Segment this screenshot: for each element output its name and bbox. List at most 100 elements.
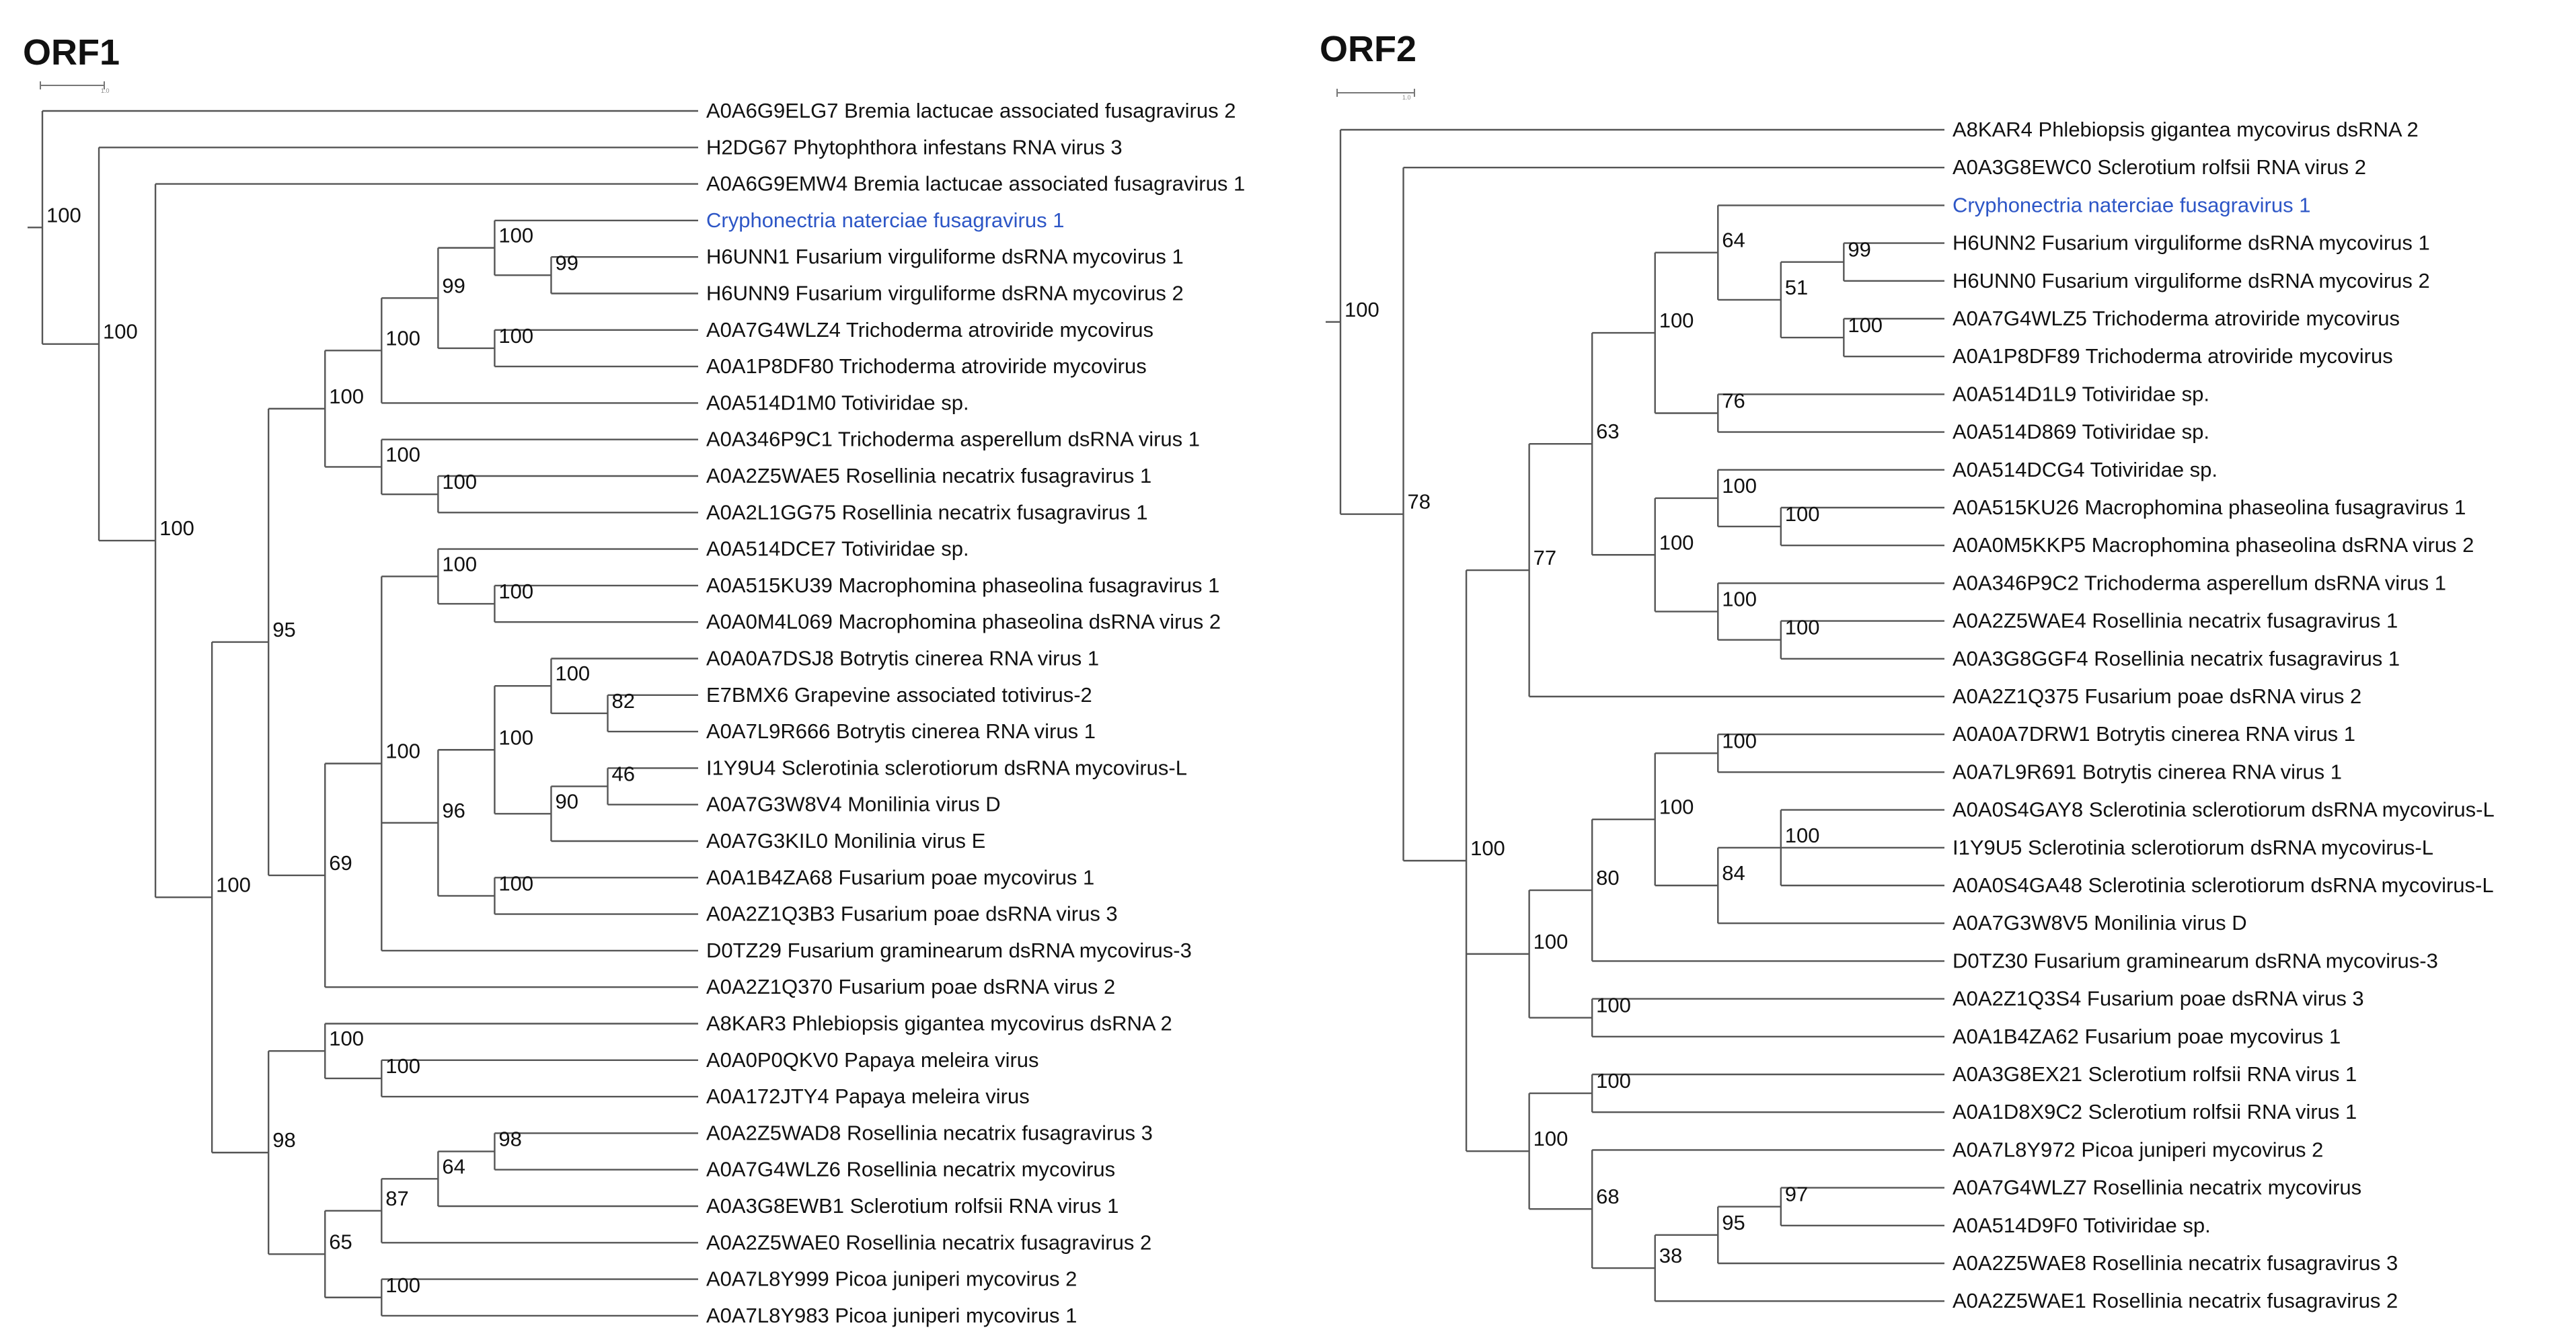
leaf-label: A0A514D1L9 Totiviridae sp.	[1953, 382, 2209, 405]
orf1-scale-label: 1.0	[101, 87, 110, 94]
bootstrap-support-value: 38	[1659, 1244, 1682, 1267]
leaf-label: A0A0A7DRW1 Botrytis cinerea RNA virus 1	[1953, 722, 2355, 746]
bootstrap-support-value: 100	[1596, 1069, 1631, 1093]
leaf-label: E7BMX6 Grapevine associated totivirus-2	[706, 683, 1092, 707]
leaf-label: A0A0A7DSJ8 Botrytis cinerea RNA virus 1	[706, 647, 1099, 670]
bootstrap-support-value: 46	[612, 762, 635, 786]
leaf-label: A0A514D1M0 Totiviridae sp.	[706, 391, 969, 414]
leaf-label: A0A0S4GA48 Sclerotinia sclerotiorum dsRN…	[1953, 873, 2494, 897]
bootstrap-support-value: 65	[329, 1230, 352, 1253]
bootstrap-support-value: 100	[385, 1273, 420, 1297]
orf2-panel-title: ORF2	[1320, 29, 1416, 69]
leaf-label: H6UNN0 Fusarium virguliforme dsRNA mycov…	[1953, 269, 2430, 292]
leaf-label: A0A7G4WLZ7 Rosellinia necatrix mycovirus	[1953, 1176, 2361, 1199]
orf1-panel-title: ORF1	[23, 32, 120, 73]
leaf-label: A0A1D8X9C2 Sclerotium rolfsii RNA virus …	[1953, 1100, 2357, 1123]
bootstrap-support-value: 80	[1596, 866, 1619, 890]
orf1-branches	[28, 110, 698, 1317]
leaf-label: A8KAR4 Phlebiopsis gigantea mycovirus ds…	[1953, 118, 2419, 141]
leaf-label: A0A7G4WLZ6 Rosellinia necatrix mycovirus	[706, 1158, 1115, 1181]
leaf-label: A0A514D9F0 Totiviridae sp.	[1953, 1214, 2211, 1237]
leaf-label: A0A0M5KKP5 Macrophomina phaseolina dsRNA…	[1953, 533, 2474, 557]
bootstrap-support-value: 100	[1848, 313, 1883, 337]
bootstrap-support-value: 95	[272, 618, 295, 641]
leaf-label: A0A2Z1Q3B3 Fusarium poae dsRNA virus 3	[706, 902, 1118, 926]
leaf-label: A0A0M4L069 Macrophomina phaseolina dsRNA…	[706, 610, 1221, 633]
bootstrap-support-value: 100	[1722, 588, 1757, 611]
leaf-label: A0A2Z5WAD8 Rosellinia necatrix fusagravi…	[706, 1121, 1153, 1144]
orf1-support-values: 9910010099100100100100100100821004690100…	[46, 203, 635, 1296]
bootstrap-support-value: 78	[1408, 490, 1431, 514]
leaf-label: A0A1B4ZA68 Fusarium poae mycovirus 1	[706, 865, 1094, 889]
bootstrap-support-value: 100	[1533, 930, 1568, 953]
leaf-label: A0A3G8EWC0 Sclerotium rolfsii RNA virus …	[1953, 155, 2366, 179]
leaf-label: I1Y9U4 Sclerotinia sclerotiorum dsRNA my…	[706, 756, 1187, 779]
bootstrap-support-value: 96	[442, 799, 465, 822]
leaf-label: H2DG67 Phytophthora infestans RNA virus …	[706, 135, 1123, 159]
leaf-label: A0A7L9R691 Botrytis cinerea RNA virus 1	[1953, 760, 2342, 783]
bootstrap-support-value: 100	[1659, 309, 1694, 332]
bootstrap-support-value: 100	[385, 740, 420, 763]
orf1-scale-bar: 1.0	[40, 81, 110, 94]
leaf-label: I1Y9U5 Sclerotinia sclerotiorum dsRNA my…	[1953, 836, 2433, 859]
bootstrap-support-value: 51	[1785, 276, 1808, 299]
leaf-label: A0A2Z5WAE0 Rosellinia necatrix fusagravi…	[706, 1230, 1151, 1254]
bootstrap-support-value: 100	[1470, 836, 1505, 860]
bootstrap-support-value: 69	[329, 851, 352, 875]
orf2-leaf-labels: A8KAR4 Phlebiopsis gigantea mycovirus ds…	[1953, 118, 2495, 1312]
leaf-label: H6UNN2 Fusarium virguliforme dsRNA mycov…	[1953, 231, 2430, 255]
bootstrap-support-value: 100	[159, 516, 194, 540]
leaf-label: A0A7L8Y972 Picoa juniperi mycovirus 2	[1953, 1138, 2323, 1161]
leaf-label: A0A7L8Y983 Picoa juniperi mycovirus 1	[706, 1304, 1077, 1327]
leaf-label: A0A3G8EX21 Sclerotium rolfsii RNA virus …	[1953, 1062, 2357, 1086]
bootstrap-support-value: 100	[1659, 530, 1694, 554]
bootstrap-support-value: 100	[498, 324, 533, 348]
leaf-label: A0A172JTY4 Papaya meleira virus	[706, 1084, 1030, 1108]
bootstrap-support-value: 100	[1533, 1127, 1568, 1150]
leaf-label: A0A6G9EMW4 Bremia lactucae associated fu…	[706, 172, 1245, 196]
leaf-label: A0A514DCE7 Totiviridae sp.	[706, 537, 969, 561]
leaf-label: H6UNN1 Fusarium virguliforme dsRNA mycov…	[706, 245, 1184, 268]
bootstrap-support-value: 98	[272, 1128, 295, 1152]
bootstrap-support-value: 100	[329, 1027, 364, 1050]
leaf-label: A0A514DCG4 Totiviridae sp.	[1953, 458, 2218, 481]
orf2-scale-bar: 1.0	[1336, 89, 1415, 101]
bootstrap-support-value: 99	[555, 251, 578, 274]
leaf-label: A0A1P8DF80 Trichoderma atroviride mycovi…	[706, 354, 1147, 378]
bootstrap-support-value: 64	[442, 1154, 465, 1178]
leaf-label: A0A3G8GGF4 Rosellinia necatrix fusagravi…	[1953, 647, 2400, 670]
orf2-tree-panel: ORF2 1.0 9910051647610010010010010010063…	[1320, 29, 2495, 1312]
bootstrap-support-value: 77	[1533, 546, 1556, 569]
orf2-branches	[1326, 128, 1944, 1302]
bootstrap-support-value: 100	[1785, 502, 1820, 526]
bootstrap-support-value: 68	[1596, 1185, 1619, 1208]
leaf-label: A0A1P8DF89 Trichoderma atroviride mycovi…	[1953, 344, 2393, 368]
leaf-label: A0A7G3W8V4 Monilinia virus D	[706, 793, 1001, 816]
bootstrap-support-value: 100	[46, 203, 81, 227]
leaf-label: A8KAR3 Phlebiopsis gigantea mycovirus ds…	[706, 1012, 1172, 1035]
bootstrap-support-value: 100	[385, 1054, 420, 1078]
bootstrap-support-value: 87	[385, 1187, 408, 1210]
leaf-label: A0A2Z5WAE1 Rosellinia necatrix fusagravi…	[1953, 1289, 2398, 1312]
leaf-label: A0A2Z1Q3S4 Fusarium poae dsRNA virus 3	[1953, 987, 2364, 1011]
bootstrap-support-value: 99	[442, 274, 465, 297]
leaf-label: A0A515KU39 Macrophomina phaseolina fusag…	[706, 574, 1219, 597]
bootstrap-support-value: 98	[498, 1128, 521, 1151]
bootstrap-support-value: 100	[1596, 994, 1631, 1017]
orf2-support-values: 9910051647610010010010010010063771001008…	[1344, 229, 1883, 1267]
bootstrap-support-value: 100	[442, 470, 477, 494]
bootstrap-support-value: 100	[385, 442, 420, 466]
leaf-label: A0A7G4WLZ5 Trichoderma atroviride mycovi…	[1953, 307, 2400, 330]
leaf-label: Cryphonectria naterciae fusagravirus 1	[706, 208, 1064, 232]
leaf-label: A0A2Z1Q375 Fusarium poae dsRNA virus 2	[1953, 684, 2361, 708]
bootstrap-support-value: 100	[1722, 729, 1757, 752]
bootstrap-support-value: 100	[1659, 795, 1694, 819]
bootstrap-support-value: 100	[555, 662, 590, 685]
leaf-label: A0A2Z5WAE8 Rosellinia necatrix fusagravi…	[1953, 1251, 2398, 1275]
leaf-label: D0TZ30 Fusarium graminearum dsRNA mycovi…	[1953, 949, 2438, 972]
leaf-label: Cryphonectria naterciae fusagravirus 1	[1953, 193, 2310, 216]
bootstrap-support-value: 82	[612, 689, 635, 713]
orf1-leaf-labels: A0A6G9ELG7 Bremia lactucae associated fu…	[706, 99, 1245, 1327]
leaf-label: A0A7G3W8V5 Monilinia virus D	[1953, 911, 2247, 935]
